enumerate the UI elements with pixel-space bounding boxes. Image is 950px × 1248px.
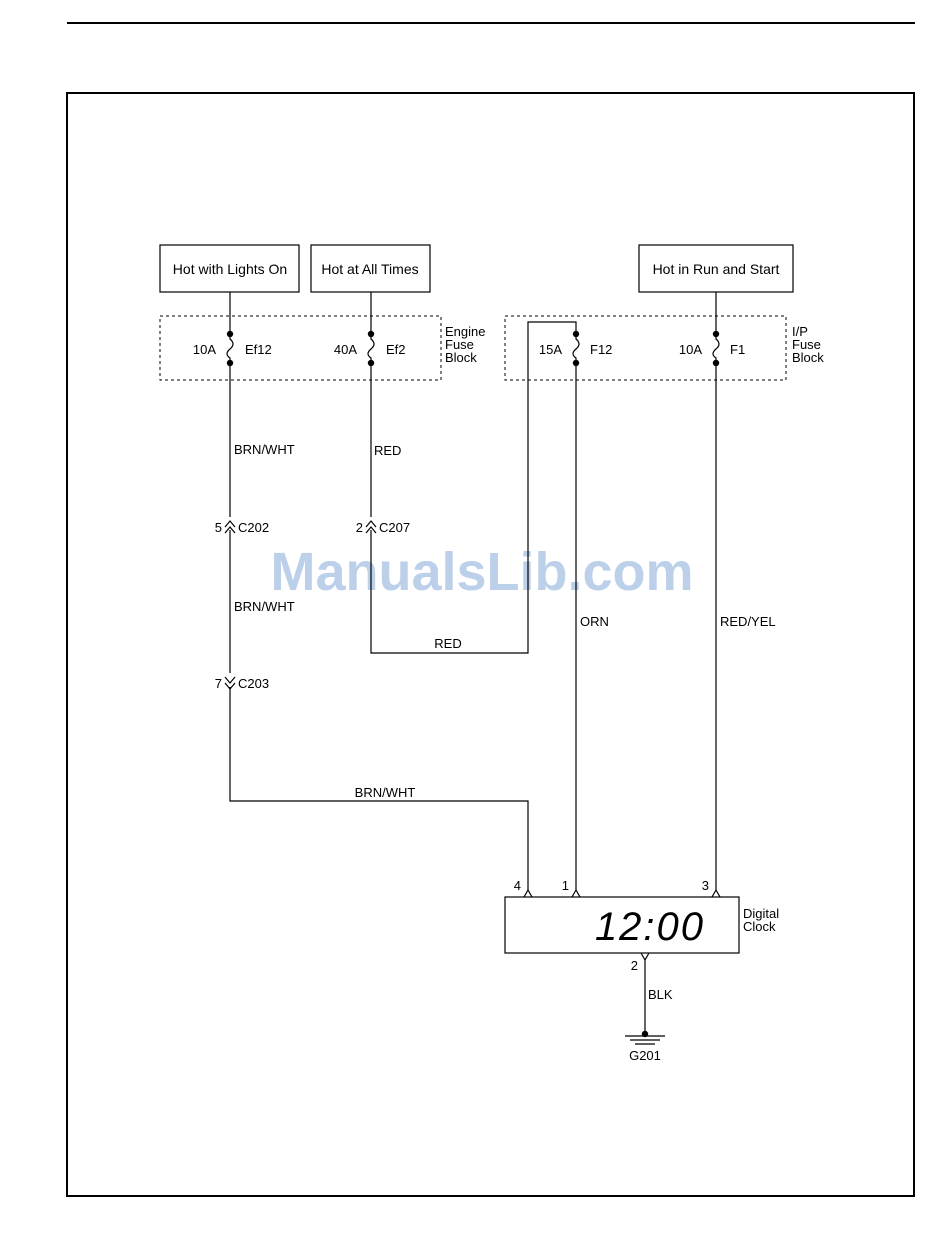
connector-c203-pin: 7 bbox=[215, 676, 222, 691]
source-run-start-label: Hot in Run and Start bbox=[653, 261, 780, 277]
wire-label-red-yel: RED/YEL bbox=[720, 614, 776, 629]
source-all-times-label: Hot at All Times bbox=[321, 261, 418, 277]
connector-c207: 2 C207 bbox=[356, 520, 410, 535]
fuse-f12-rating: 15A bbox=[539, 342, 562, 357]
fuse-ef2: 40A Ef2 bbox=[334, 331, 406, 366]
source-run-start: Hot in Run and Start bbox=[639, 245, 793, 292]
source-all-times: Hot at All Times bbox=[311, 245, 430, 292]
fuse-ef12-name: Ef12 bbox=[245, 342, 272, 357]
wire-label-red-1: RED bbox=[374, 443, 401, 458]
digital-clock: 12:00 Digital Clock 4 1 3 2 bbox=[505, 878, 779, 973]
clock-pin-3: 3 bbox=[702, 878, 709, 893]
ground-g201: G201 bbox=[625, 1031, 665, 1063]
ground-label: G201 bbox=[629, 1048, 661, 1063]
connector-c203-name: C203 bbox=[238, 676, 269, 691]
ip-fuse-block-label-3: Block bbox=[792, 350, 824, 365]
wire-label-brn-wht-3: BRN/WHT bbox=[355, 785, 416, 800]
wire-red bbox=[371, 322, 576, 653]
fuse-ef2-rating: 40A bbox=[334, 342, 357, 357]
fuse-f1-rating: 10A bbox=[679, 342, 702, 357]
connector-c202-name: C202 bbox=[238, 520, 269, 535]
connector-c203: 7 C203 bbox=[215, 676, 269, 691]
wire-label-brn-wht-2: BRN/WHT bbox=[234, 599, 295, 614]
source-lights-on: Hot with Lights On bbox=[160, 245, 299, 292]
wire-label-brn-wht-1: BRN/WHT bbox=[234, 442, 295, 457]
fuse-f1-name: F1 bbox=[730, 342, 745, 357]
connector-c207-pin: 2 bbox=[356, 520, 363, 535]
clock-label-2: Clock bbox=[743, 919, 776, 934]
fuse-f1: 10A F1 bbox=[679, 331, 745, 366]
fuse-ef12-rating: 10A bbox=[193, 342, 216, 357]
engine-fuse-block-label-3: Block bbox=[445, 350, 477, 365]
watermark: ManualsLib.com bbox=[270, 542, 693, 602]
fuse-f12-name: F12 bbox=[590, 342, 612, 357]
clock-pin-2: 2 bbox=[631, 958, 638, 973]
clock-terminal-2 bbox=[641, 953, 649, 960]
wire-label-orn: ORN bbox=[580, 614, 609, 629]
clock-pin-4: 4 bbox=[514, 878, 521, 893]
clock-pin-1: 1 bbox=[562, 878, 569, 893]
connector-c202-pin: 5 bbox=[215, 520, 222, 535]
clock-terminal-1 bbox=[572, 890, 580, 897]
fuse-ef2-name: Ef2 bbox=[386, 342, 406, 357]
wire-label-red-2: RED bbox=[434, 636, 461, 651]
clock-terminal-4 bbox=[524, 890, 532, 897]
fuse-ef12: 10A Ef12 bbox=[193, 331, 272, 366]
wire-label-blk: BLK bbox=[648, 987, 673, 1002]
source-lights-on-label: Hot with Lights On bbox=[173, 261, 287, 277]
connector-c202: 5 C202 bbox=[215, 520, 269, 535]
clock-display: 12:00 bbox=[595, 905, 705, 949]
fuse-f12: 15A F12 bbox=[539, 331, 613, 366]
connector-c207-name: C207 bbox=[379, 520, 410, 535]
clock-terminal-3 bbox=[712, 890, 720, 897]
